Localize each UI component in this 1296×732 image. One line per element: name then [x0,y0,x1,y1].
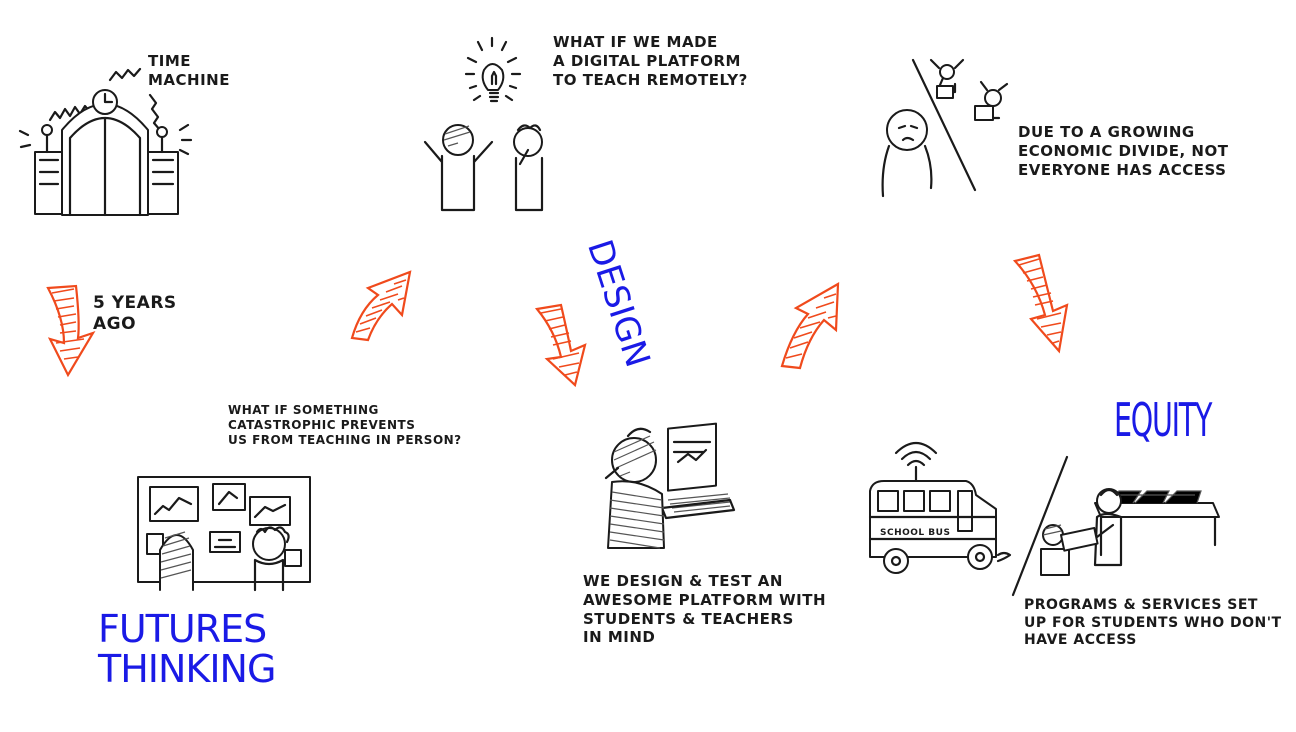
idea-question: WHAT IF WE MADE A DIGITAL PLATFORM TO TE… [553,33,748,89]
futures-thinking-label: FUTURES THINKING [98,607,276,691]
school-bus-illustration [868,441,1012,574]
divide-illustration [881,58,1009,198]
economic-divide-text: DUE TO A GROWING ECONOMIC DIVIDE, NOT EV… [1018,123,1229,179]
arrow-to-design [534,303,587,388]
arrow-to-past [46,284,96,378]
arrow-to-idea [350,270,412,342]
arrow-to-divide [780,282,840,370]
programs-illustration [1011,455,1220,597]
time-machine-illustration [18,67,193,217]
design-test-illustration [604,422,736,549]
years-ago-label: 5 YEARS AGO [93,293,177,335]
wifi-signal-icon [894,441,938,483]
equity-label: EQUITY [1114,393,1212,447]
lightbulb-icon [464,36,522,103]
time-machine-label: TIME MACHINE [148,52,230,89]
programs-services-text: PROGRAMS & SERVICES SET UP FOR STUDENTS … [1024,597,1282,648]
arrow-to-equity [1012,253,1069,354]
design-test-text: WE DESIGN & TEST AN AWESOME PLATFORM WIT… [583,572,827,647]
bus-sign: SCHOOL BUS [880,528,951,538]
idea-illustration [423,36,544,212]
catastrophe-question: WHAT IF SOMETHING CATASTROPHIC PREVENTS … [228,403,462,447]
futures-board-illustration [137,476,311,592]
